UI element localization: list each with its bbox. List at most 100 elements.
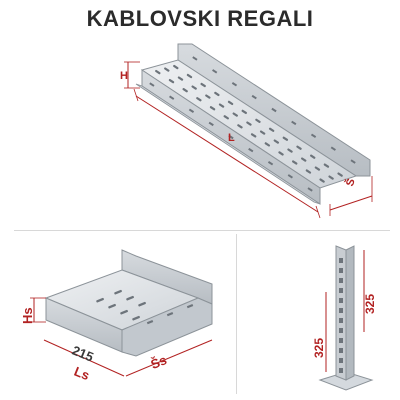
column-slot: [339, 278, 343, 283]
tray-slot: [120, 309, 128, 315]
floor-hole: [237, 124, 243, 129]
column-slot: [339, 288, 343, 293]
floor-hole: [223, 115, 229, 120]
floor-hole: [246, 121, 252, 126]
column-slot: [339, 328, 343, 333]
bl-tray-slots: [96, 289, 194, 325]
floor-hole: [278, 151, 284, 156]
floor-hole: [319, 178, 325, 183]
column-slots: [339, 258, 343, 373]
floor-hole: [209, 106, 216, 111]
floor-hole: [314, 166, 321, 171]
column-slot: [339, 318, 343, 323]
side-slot: [192, 56, 198, 61]
floor-hole: [168, 78, 175, 84]
floor-hole: [305, 169, 312, 174]
side-slot: [231, 82, 238, 87]
column-side-face: [345, 245, 355, 381]
side-slot: [350, 159, 356, 164]
side-slot: [310, 133, 317, 138]
label-s: Š: [343, 177, 358, 188]
label-325-left: 325: [312, 338, 326, 358]
bottom-right-column-diagram: 325 325: [312, 245, 377, 391]
floor-hole: [214, 91, 220, 97]
side-slot: [208, 121, 214, 127]
label-l: L: [228, 132, 235, 144]
side-slot: [188, 108, 195, 113]
floor-hole: [309, 154, 316, 159]
tray-slot: [108, 303, 116, 309]
section-divider-horizontal: [14, 230, 390, 231]
floor-hole: [177, 76, 184, 81]
floor-hole: [155, 69, 161, 75]
floor-hole: [186, 73, 193, 79]
floor-hole: [282, 136, 289, 141]
floor-hole: [323, 163, 330, 168]
tray-slot: [138, 301, 146, 307]
dim-line-ls: [43, 339, 125, 377]
label-ss: Šs: [148, 352, 168, 372]
section-divider-vertical: [236, 234, 237, 394]
dim-tick-l-left: [133, 88, 139, 102]
side-slot: [228, 134, 234, 140]
floor-hole: [191, 85, 197, 90]
column-slot: [339, 298, 343, 303]
dim-line-ss: [125, 339, 213, 377]
tray-slot: [132, 315, 140, 321]
floor-hole: [264, 142, 271, 147]
page-title: KABLOVSKI REGALI: [86, 6, 314, 31]
side-slot: [271, 107, 277, 113]
floor-hole: [200, 82, 206, 88]
floor-hole: [255, 118, 261, 124]
floor-hole: [250, 133, 257, 138]
floor-hole: [300, 157, 307, 162]
side-slot: [169, 95, 175, 100]
side-slot: [267, 161, 274, 166]
floor-hole: [259, 130, 266, 135]
dim-line-s: [329, 195, 373, 211]
column-slot: [339, 348, 343, 353]
wall-slot: [186, 303, 194, 309]
floor-hole: [232, 112, 238, 117]
column-slot: [339, 358, 343, 363]
label-325-right: 325: [363, 294, 377, 314]
floor-hole: [227, 100, 234, 106]
side-slot: [149, 82, 155, 87]
side-slot: [287, 174, 293, 179]
side-slot: [307, 187, 313, 192]
top-tray-front-lip: [135, 83, 321, 205]
side-slot: [251, 94, 257, 100]
floor-hole: [337, 172, 343, 177]
column-slot: [339, 338, 343, 343]
side-slot: [248, 147, 254, 153]
floor-hole: [182, 88, 188, 93]
floor-hole: [196, 97, 202, 102]
floor-hole: [164, 67, 170, 72]
column-slot: [339, 308, 343, 313]
side-slot: [291, 120, 297, 126]
label-ls: Ls: [72, 364, 92, 384]
floor-hole: [296, 145, 302, 150]
wall-slot: [166, 311, 174, 317]
floor-hole: [205, 94, 211, 99]
floor-hole: [218, 103, 225, 108]
label-hs: Hs: [20, 307, 35, 324]
side-slot: [330, 146, 336, 151]
floor-hole: [291, 160, 298, 165]
top-tray-perforations: [155, 64, 343, 183]
floor-hole: [268, 127, 275, 132]
floor-hole: [173, 64, 179, 70]
bl-tray-right-wall: [121, 297, 213, 357]
column-slot: [339, 368, 343, 373]
column-slot: [339, 258, 343, 263]
label-h: H: [120, 70, 128, 82]
top-cable-tray-diagram: H L Š: [120, 43, 373, 219]
tray-slot: [114, 289, 122, 295]
column-slot: [339, 268, 343, 273]
side-slot: [212, 69, 218, 74]
tray-slot: [126, 295, 134, 301]
top-tray-side-slots: [149, 56, 356, 192]
bottom-left-cable-tray-diagram: Hs 215 Ls Šs: [20, 249, 213, 384]
dim-tick-l-right: [315, 205, 321, 219]
